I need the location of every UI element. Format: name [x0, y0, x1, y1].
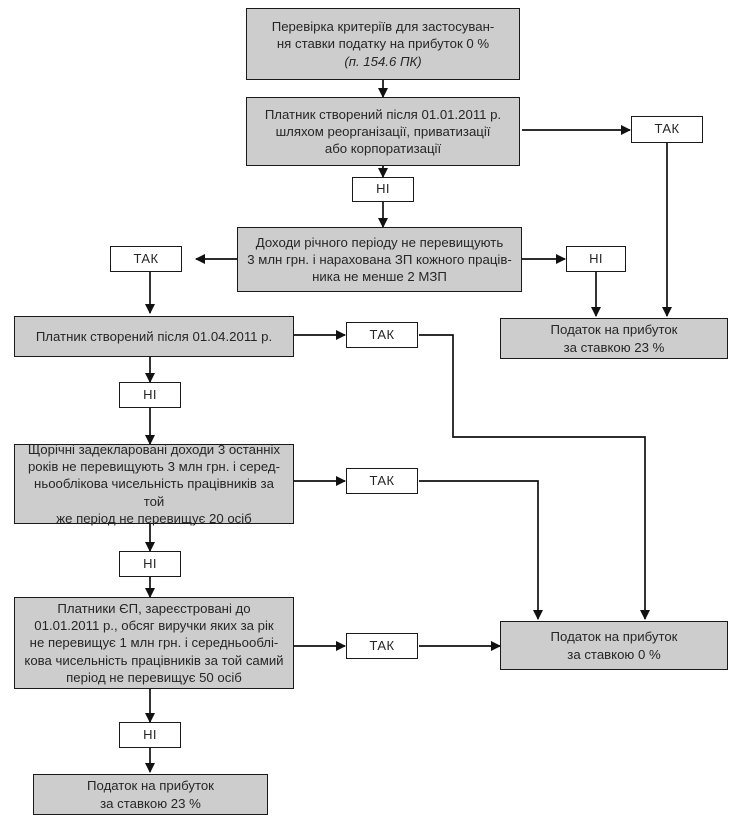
- node-tax-23-bottom-text: Податок на прибуток за ставкою 23 %: [87, 778, 214, 811]
- node-single-tax-payers: Платники ЄП, зареєстровані до 01.01.2011…: [14, 597, 294, 689]
- label-no-declared-income-text: НІ: [143, 555, 157, 571]
- label-no-single-tax-payers-text: НІ: [143, 726, 157, 742]
- label-yes-reorganization-text: ТАК: [654, 121, 680, 137]
- node-tax-0-text: Податок на прибуток за ставкою 0 %: [550, 629, 678, 662]
- label-yes-reorganization[interactable]: ТАК: [631, 116, 703, 143]
- label-yes-annual-income[interactable]: ТАК: [110, 246, 182, 272]
- label-yes-created-after-april-text: ТАК: [369, 326, 395, 342]
- edge-yes4-to-tax0: [419, 480, 544, 621]
- label-yes-single-tax-payers-text: ТАК: [369, 637, 395, 653]
- node-tax-23-right-text: Податок на прибуток за ставкою 23 %: [550, 322, 678, 355]
- label-no-annual-income[interactable]: НІ: [566, 246, 626, 272]
- node-start-text: Перевірка критеріїв для застосуван- ня с…: [271, 19, 495, 52]
- label-yes-declared-income[interactable]: ТАК: [346, 468, 418, 494]
- node-tax-0: Податок на прибуток за ставкою 0 %: [500, 621, 728, 670]
- node-annual-income: Доходи річного періоду не перевищують 3 …: [237, 227, 522, 292]
- node-created-after-april-text: Платник створений після 01.04.2011 р.: [35, 328, 273, 344]
- node-declared-income: Щорічні задекларовані доходи 3 останніх …: [14, 442, 294, 526]
- node-created-by-reorganization-text: Платник створений після 01.01.2011 р. шл…: [264, 106, 502, 157]
- node-start: Перевірка критеріїв для застосуван- ня с…: [246, 8, 520, 80]
- label-yes-created-after-april[interactable]: ТАК: [346, 322, 418, 348]
- node-tax-23-bottom: Податок на прибуток за ставкою 23 %: [33, 774, 268, 815]
- node-tax-23-right: Податок на прибуток за ставкою 23 %: [500, 318, 728, 359]
- label-yes-single-tax-payers[interactable]: ТАК: [346, 633, 418, 659]
- edge-yes3-to-tax0: [419, 334, 651, 621]
- node-start-reference: (п. 154.6 ПК): [344, 53, 422, 69]
- label-no-annual-income-text: НІ: [589, 250, 603, 266]
- node-created-after-april: Платник створений після 01.04.2011 р.: [14, 316, 294, 357]
- label-no-single-tax-payers[interactable]: НІ: [119, 722, 181, 748]
- label-no-declared-income[interactable]: НІ: [119, 551, 181, 577]
- label-no-created-after-april-text: НІ: [143, 386, 157, 402]
- node-annual-income-text: Доходи річного періоду не перевищують 3 …: [247, 234, 512, 285]
- node-single-tax-payers-text: Платники ЄП, зареєстровані до 01.01.2011…: [24, 601, 284, 685]
- label-no-created-after-april[interactable]: НІ: [119, 382, 181, 408]
- label-no-reorganization-text: НІ: [376, 181, 390, 197]
- node-declared-income-text: Щорічні задекларовані доходи 3 останніх …: [27, 442, 281, 526]
- node-created-by-reorganization: Платник створений після 01.01.2011 р. шл…: [246, 97, 520, 166]
- label-yes-annual-income-text: ТАК: [133, 250, 159, 266]
- label-no-reorganization[interactable]: НІ: [352, 177, 414, 202]
- label-yes-declared-income-text: ТАК: [369, 472, 395, 488]
